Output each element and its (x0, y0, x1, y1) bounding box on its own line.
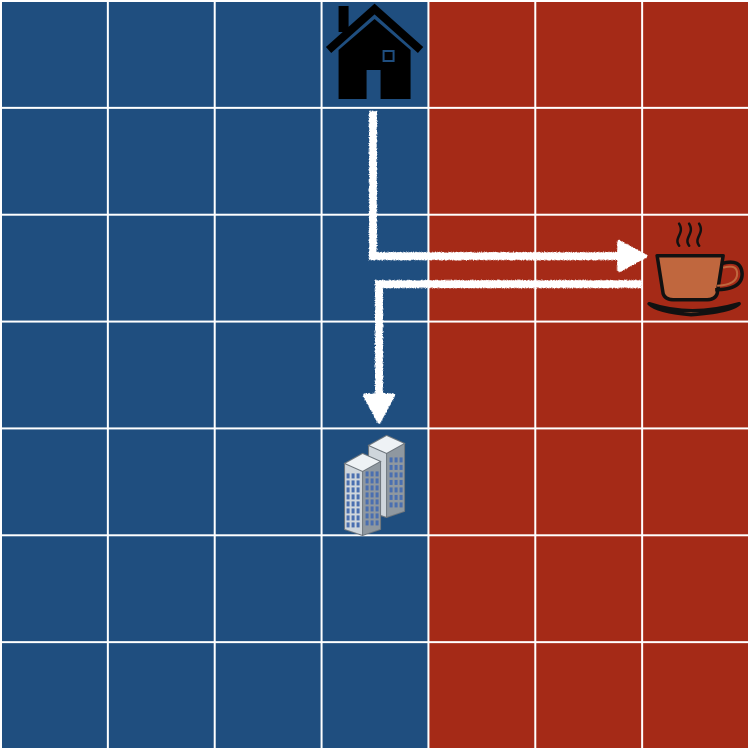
grid-cell-r5-c3 (215, 429, 321, 535)
grid-cell-r7-c1 (2, 643, 107, 748)
landmark-icons (325, 3, 744, 537)
grid-cell-r4-c2 (108, 322, 214, 428)
grid-cell-r3-c3 (215, 215, 321, 321)
house-icon (325, 3, 424, 99)
grid-cell-r7-c4 (322, 643, 428, 748)
grid-cell-r6-c5 (429, 536, 535, 642)
grid-cell-r5-c7 (643, 429, 748, 535)
grid-cell-r2-c3 (215, 108, 321, 214)
grid-cell-r1-c1 (2, 2, 107, 107)
route-paths (363, 110, 648, 424)
grid-cell-r6-c2 (108, 536, 214, 642)
route-coffee-to-office (375, 280, 642, 406)
grid-cell-r6-c1 (2, 536, 107, 642)
coffee-cup-icon (647, 222, 744, 317)
grid-cell-r2-c2 (108, 108, 214, 214)
grid-cell-r1-c6 (536, 2, 642, 107)
grid-cell-r2-c6 (536, 108, 642, 214)
grid-cell-r6-c4 (322, 536, 428, 642)
grid-cell-r1-c7 (643, 2, 748, 107)
grid-cell-r6-c7 (643, 536, 748, 642)
grid-cell-r2-c7 (643, 108, 748, 214)
grid-cell-r2-c5 (429, 108, 535, 214)
grid-cell-r5-c5 (429, 429, 535, 535)
grid-cell-r7-c5 (429, 643, 535, 748)
grid-cell-r1-c2 (108, 2, 214, 107)
grid-cell-r3-c5 (429, 215, 535, 321)
route-house-to-coffee-arrowhead (617, 240, 648, 273)
grid-cell-r4-c6 (536, 322, 642, 428)
grid-cell-r5-c1 (2, 429, 107, 535)
grid-cell-r4-c1 (2, 322, 107, 428)
grid-cell-r3-c1 (2, 215, 107, 321)
grid-cell-r7-c7 (643, 643, 748, 748)
grid-cell-r5-c6 (536, 429, 642, 535)
grid-cell-r1-c3 (215, 2, 321, 107)
grid-cell-r1-c5 (429, 2, 535, 107)
grid-cell-r7-c2 (108, 643, 214, 748)
grid-cell-r4-c3 (215, 322, 321, 428)
grid-cell-r7-c3 (215, 643, 321, 748)
grid-cell-r6-c3 (215, 536, 321, 642)
grid-cell-r2-c1 (2, 108, 107, 214)
office-building-icon (343, 434, 406, 537)
grid-cell-r3-c2 (108, 215, 214, 321)
route-house-to-coffee (369, 110, 632, 261)
grid-cell-r6-c6 (536, 536, 642, 642)
route-coffee-to-office-arrowhead (363, 393, 395, 424)
grid-cell-r4-c7 (643, 322, 748, 428)
grid-cell-r7-c6 (536, 643, 642, 748)
grid-cell-r5-c2 (108, 429, 214, 535)
grid-cell-r4-c5 (429, 322, 535, 428)
